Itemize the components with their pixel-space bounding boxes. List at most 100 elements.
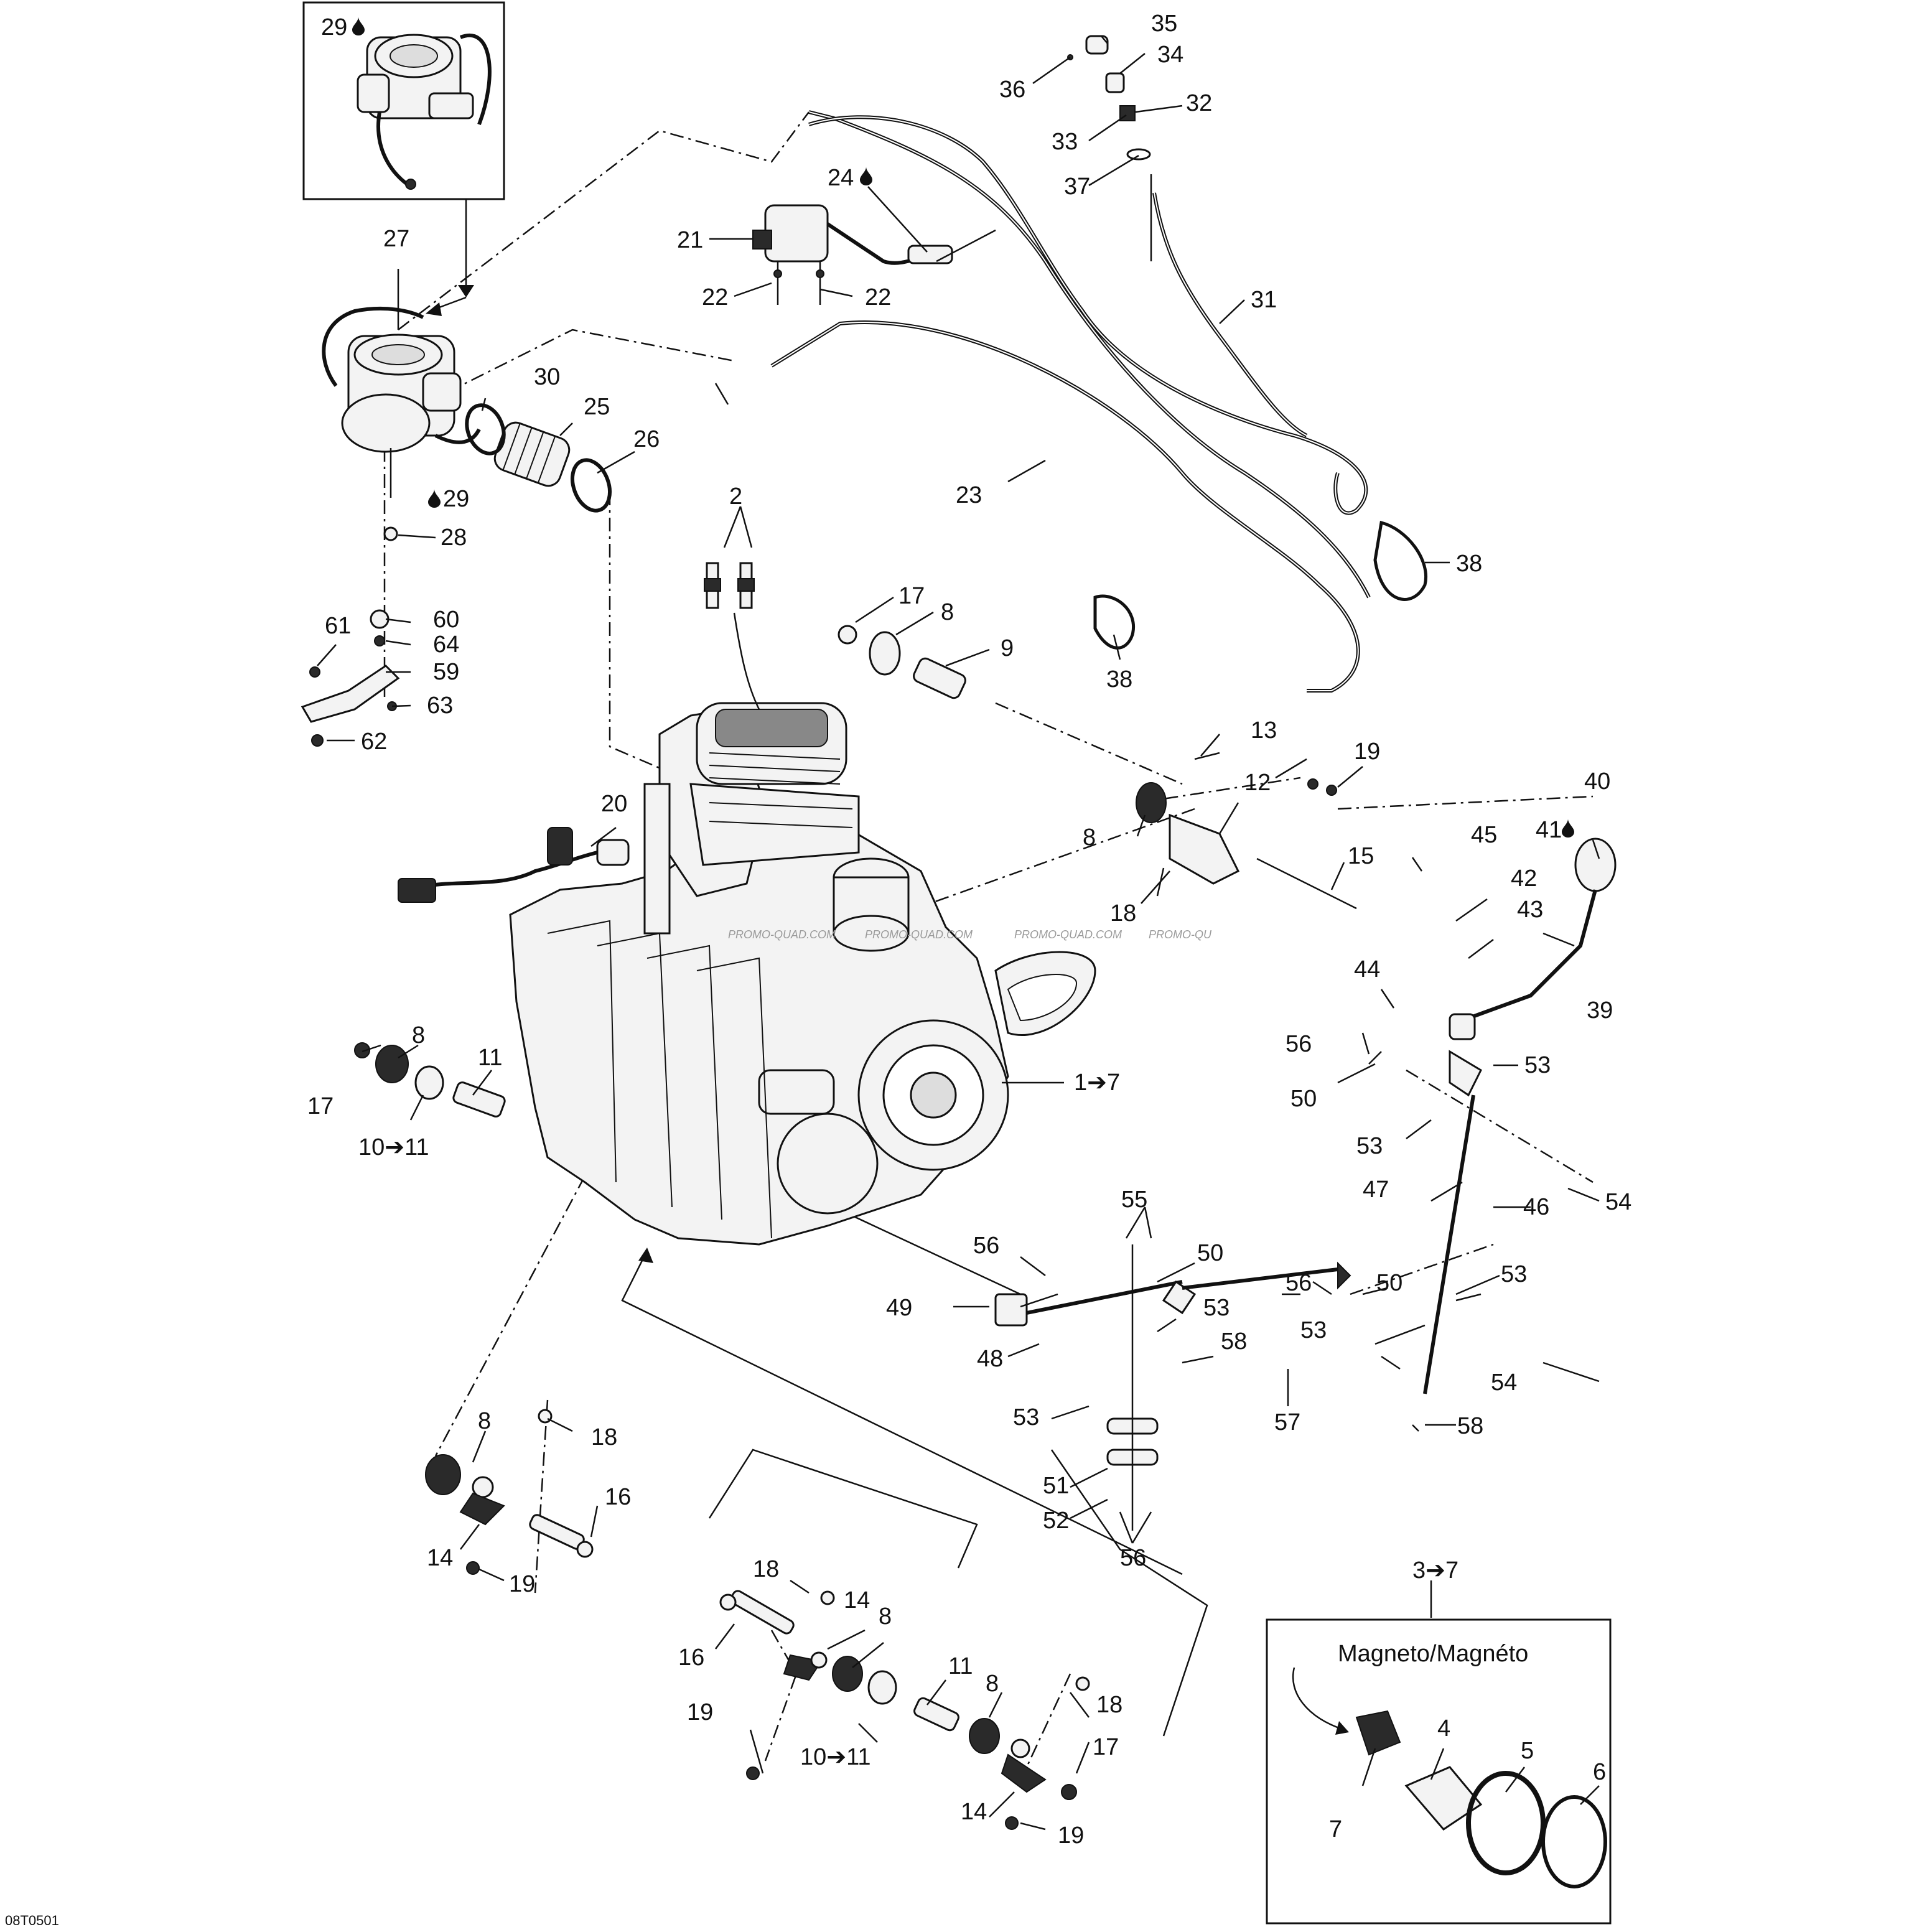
- callout-27: 27: [383, 226, 409, 252]
- callout-4: 4: [1437, 1715, 1450, 1742]
- callout-3-7: 3➔7: [1412, 1557, 1458, 1584]
- callout-16-bottom: 16: [678, 1645, 704, 1671]
- callout-8-bottom-right: 8: [986, 1671, 999, 1697]
- watermark-group: PROMO-QUAD.COM PROMO-QUAD.COM PROMO-QUAD…: [728, 928, 1212, 941]
- callout-11-left: 11: [478, 1045, 502, 1071]
- callout-18-lower-left: 18: [591, 1424, 617, 1450]
- callout-54-a: 54: [1605, 1189, 1631, 1215]
- callout-14-bottom: 14: [844, 1587, 870, 1613]
- callout-54-b: 54: [1491, 1370, 1517, 1396]
- callout-53-a: 53: [1524, 1052, 1551, 1078]
- callout-29: 29: [443, 486, 469, 512]
- callout-8-right: 8: [1083, 824, 1096, 851]
- callout-14-lower-left: 14: [427, 1545, 453, 1571]
- callout-35: 35: [1151, 11, 1177, 37]
- callout-8-top: 8: [941, 599, 954, 625]
- callout-58-a: 58: [1221, 1328, 1247, 1355]
- callout-53-b: 53: [1356, 1133, 1383, 1159]
- callout-38b: 38: [1106, 666, 1132, 693]
- callout-18-right: 18: [1110, 900, 1136, 926]
- callout-23: 23: [956, 482, 982, 508]
- leader-lines: [317, 35, 1600, 1831]
- duct-seal-38b: [1093, 594, 1135, 650]
- callout-53-f: 53: [1300, 1317, 1327, 1343]
- callout-52: 52: [1043, 1508, 1069, 1534]
- watermark-text: PROMO-QUAD.COM: [1014, 928, 1122, 941]
- spark-plugs: [704, 562, 760, 710]
- intake-clamp-30: [465, 403, 506, 455]
- callout-49: 49: [886, 1295, 912, 1321]
- watermark-text: PROMO-QUAD.COM: [728, 928, 836, 941]
- lubricant-drop-icon: [860, 167, 872, 185]
- callout-36: 36: [999, 77, 1025, 103]
- callout-56-b: 56: [973, 1233, 999, 1259]
- callout-38a: 38: [1456, 551, 1482, 577]
- magneto-label: Magneto/Magnéto: [1338, 1641, 1528, 1667]
- carburetor-inset-box: [302, 1, 505, 200]
- magneto-inset-box: [1266, 1618, 1612, 1925]
- callout-55: 55: [1121, 1187, 1147, 1213]
- watermark-text: PROMO-QU: [1149, 928, 1212, 941]
- engine-block: [398, 702, 1096, 1246]
- callout-56-d: 56: [1286, 1270, 1312, 1296]
- callout-58-b: 58: [1457, 1413, 1483, 1439]
- lubricant-drop-icon: [1562, 819, 1574, 838]
- callout-43: 43: [1517, 897, 1543, 923]
- callout-12: 12: [1244, 770, 1271, 796]
- callout-15: 15: [1348, 843, 1374, 869]
- callout-28: 28: [441, 525, 467, 551]
- callout-19-bottom: 19: [687, 1699, 713, 1725]
- callout-62: 62: [361, 729, 387, 755]
- engine-mount-left: [354, 1042, 506, 1118]
- callout-17-bottom: 17: [1093, 1734, 1119, 1760]
- inset-carburetor-icon: [357, 34, 492, 190]
- watermark-text: PROMO-QUAD.COM: [865, 928, 973, 941]
- callout-8-left: 8: [412, 1022, 425, 1048]
- callout-17-left: 17: [307, 1093, 334, 1119]
- callout-10-11-bottom: 10➔11: [800, 1744, 871, 1770]
- callout-57: 57: [1274, 1409, 1300, 1435]
- callout-50-c: 50: [1376, 1270, 1402, 1296]
- engine-mount-bracket: [1136, 752, 1357, 910]
- callout-24: 24: [828, 165, 854, 191]
- callout-7: 7: [1329, 1816, 1342, 1842]
- callout-32: 32: [1186, 90, 1212, 116]
- duct-seal-38a: [1373, 520, 1427, 601]
- throttle-sensor: [752, 204, 953, 305]
- callout-63: 63: [427, 693, 453, 719]
- engine-mount-lower-right: [719, 1590, 1090, 1830]
- intake-boot: [493, 421, 571, 487]
- lubricant-drop-icon: [428, 489, 441, 508]
- magneto-connector-parts: [1292, 1667, 1607, 1888]
- callout-25: 25: [584, 394, 610, 420]
- callout-56-c: 56: [1120, 1545, 1146, 1571]
- callout-30: 30: [534, 364, 560, 390]
- callout-56-a: 56: [1286, 1031, 1312, 1057]
- callout-60: 60: [433, 607, 459, 633]
- callout-53-c: 53: [1203, 1295, 1230, 1321]
- callout-31: 31: [1251, 287, 1277, 313]
- callout-45: 45: [1471, 822, 1497, 848]
- callout-34: 34: [1157, 42, 1183, 68]
- callout-22b: 22: [865, 284, 891, 310]
- callout-1-7: 1➔7: [1074, 1070, 1120, 1096]
- callout-9: 9: [1001, 635, 1014, 661]
- callout-50-b: 50: [1197, 1240, 1223, 1266]
- callout-6: 6: [1593, 1759, 1606, 1785]
- callout-19-lower-left: 19: [509, 1571, 535, 1597]
- callout-51: 51: [1043, 1473, 1069, 1499]
- callout-11-bottom: 11: [948, 1653, 973, 1679]
- callout-22a: 22: [702, 284, 728, 310]
- callout-18-bottom-right: 18: [1096, 1692, 1122, 1718]
- carburetor-support-bracket: [301, 526, 400, 747]
- callout-46: 46: [1523, 1194, 1549, 1220]
- callout-50-a: 50: [1290, 1086, 1317, 1112]
- callout-48: 48: [977, 1346, 1003, 1372]
- callout-labels: 29 27 30 25 26 29 28 60 64 59 63 62 61 3…: [307, 11, 1631, 1849]
- choke-plunger-parts: [1067, 35, 1152, 261]
- callout-39: 39: [1587, 997, 1613, 1024]
- intake-clamp-26: [571, 458, 612, 513]
- callout-53-d: 53: [1013, 1404, 1039, 1430]
- callout-13: 13: [1251, 717, 1277, 744]
